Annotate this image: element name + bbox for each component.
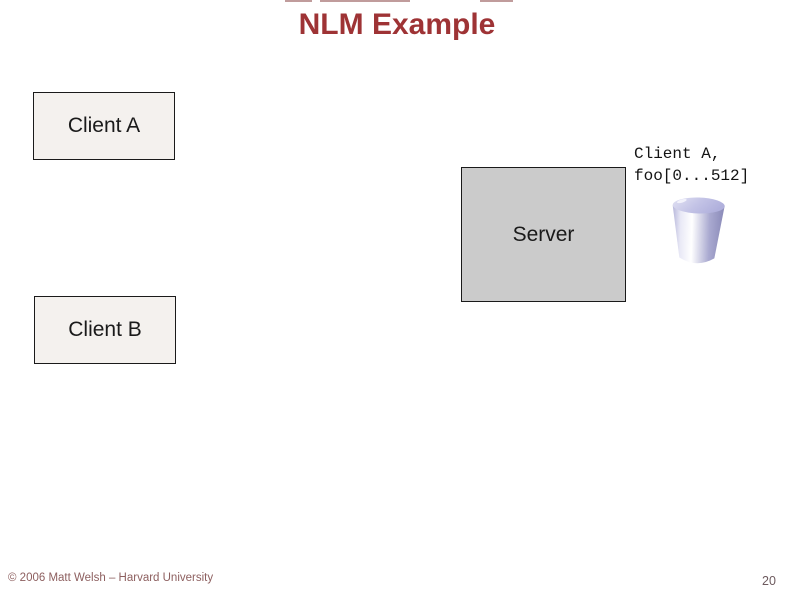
annotation-line-2: foo[0...512]	[634, 167, 750, 185]
client-a-label: Client A	[67, 114, 141, 137]
top-edge-artifact	[285, 0, 312, 2]
server-box: Server	[461, 167, 626, 302]
footer-credit: © 2006 Matt Welsh – Harvard University	[8, 572, 214, 584]
client-b-label: Client B	[68, 318, 142, 341]
client-b-box: Client B	[34, 296, 176, 364]
top-edge-artifact	[320, 0, 410, 2]
server-label: Server	[512, 222, 575, 246]
annotation-line-1: Client A,	[634, 145, 721, 163]
bucket-icon	[668, 195, 728, 269]
annotation-text: Client A, foo[0...512]	[634, 143, 749, 187]
slide-title: NLM Example	[298, 8, 496, 41]
page-number: 20	[762, 574, 776, 588]
top-edge-artifact	[480, 0, 513, 2]
client-a-box: Client A	[33, 92, 175, 160]
